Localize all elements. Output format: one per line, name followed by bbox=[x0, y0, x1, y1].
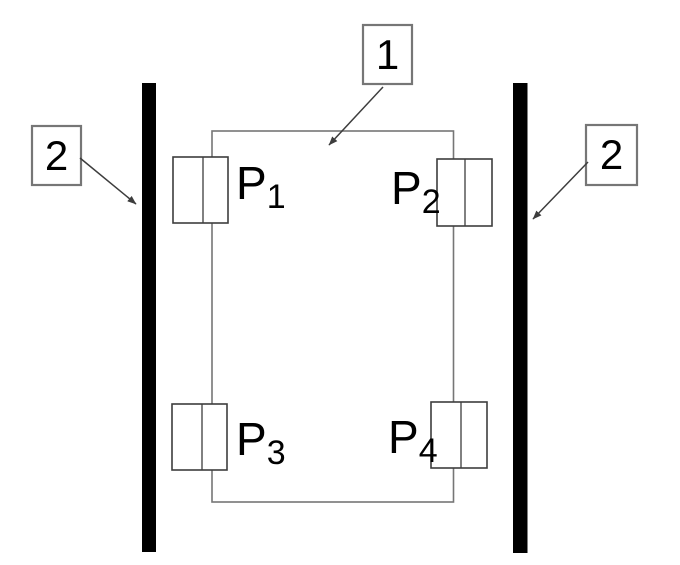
p4-symbol: P bbox=[388, 411, 419, 463]
component-p4-label: P4 bbox=[388, 411, 438, 468]
component-p1 bbox=[172, 156, 229, 224]
callout-2-left-arrow bbox=[79, 157, 137, 205]
component-p3 bbox=[171, 403, 228, 471]
callout-1-box bbox=[361, 23, 414, 86]
component-p1-label: P1 bbox=[236, 157, 286, 214]
callout-2-right-arrow bbox=[532, 161, 589, 220]
wall-bar-left bbox=[142, 83, 156, 552]
component-p4 bbox=[430, 401, 488, 469]
component-p1-box bbox=[172, 156, 229, 224]
wall-bar-right bbox=[513, 83, 528, 553]
callout-2-right-label: 2 bbox=[599, 131, 624, 178]
component-p2 bbox=[436, 158, 493, 227]
p1-subscript: 1 bbox=[266, 178, 286, 216]
p2-subscript: 2 bbox=[421, 183, 441, 221]
component-p3-label: P3 bbox=[236, 413, 286, 470]
loop-rectangle bbox=[211, 130, 455, 503]
p3-subscript: 3 bbox=[266, 434, 286, 472]
callout-2-right-box bbox=[584, 123, 639, 187]
p3-symbol: P bbox=[236, 413, 267, 465]
component-p3-box bbox=[171, 403, 228, 471]
p1-symbol: P bbox=[236, 157, 267, 209]
component-p4-box bbox=[430, 401, 488, 469]
callout-1-arrow bbox=[328, 86, 384, 146]
component-p2-label: P2 bbox=[391, 162, 441, 219]
callout-2-left-label: 2 bbox=[44, 131, 69, 179]
callout-1-label: 1 bbox=[375, 30, 400, 78]
callout-2-left-box bbox=[30, 124, 83, 187]
p4-subscript: 4 bbox=[418, 432, 438, 470]
p2-symbol: P bbox=[391, 162, 422, 214]
